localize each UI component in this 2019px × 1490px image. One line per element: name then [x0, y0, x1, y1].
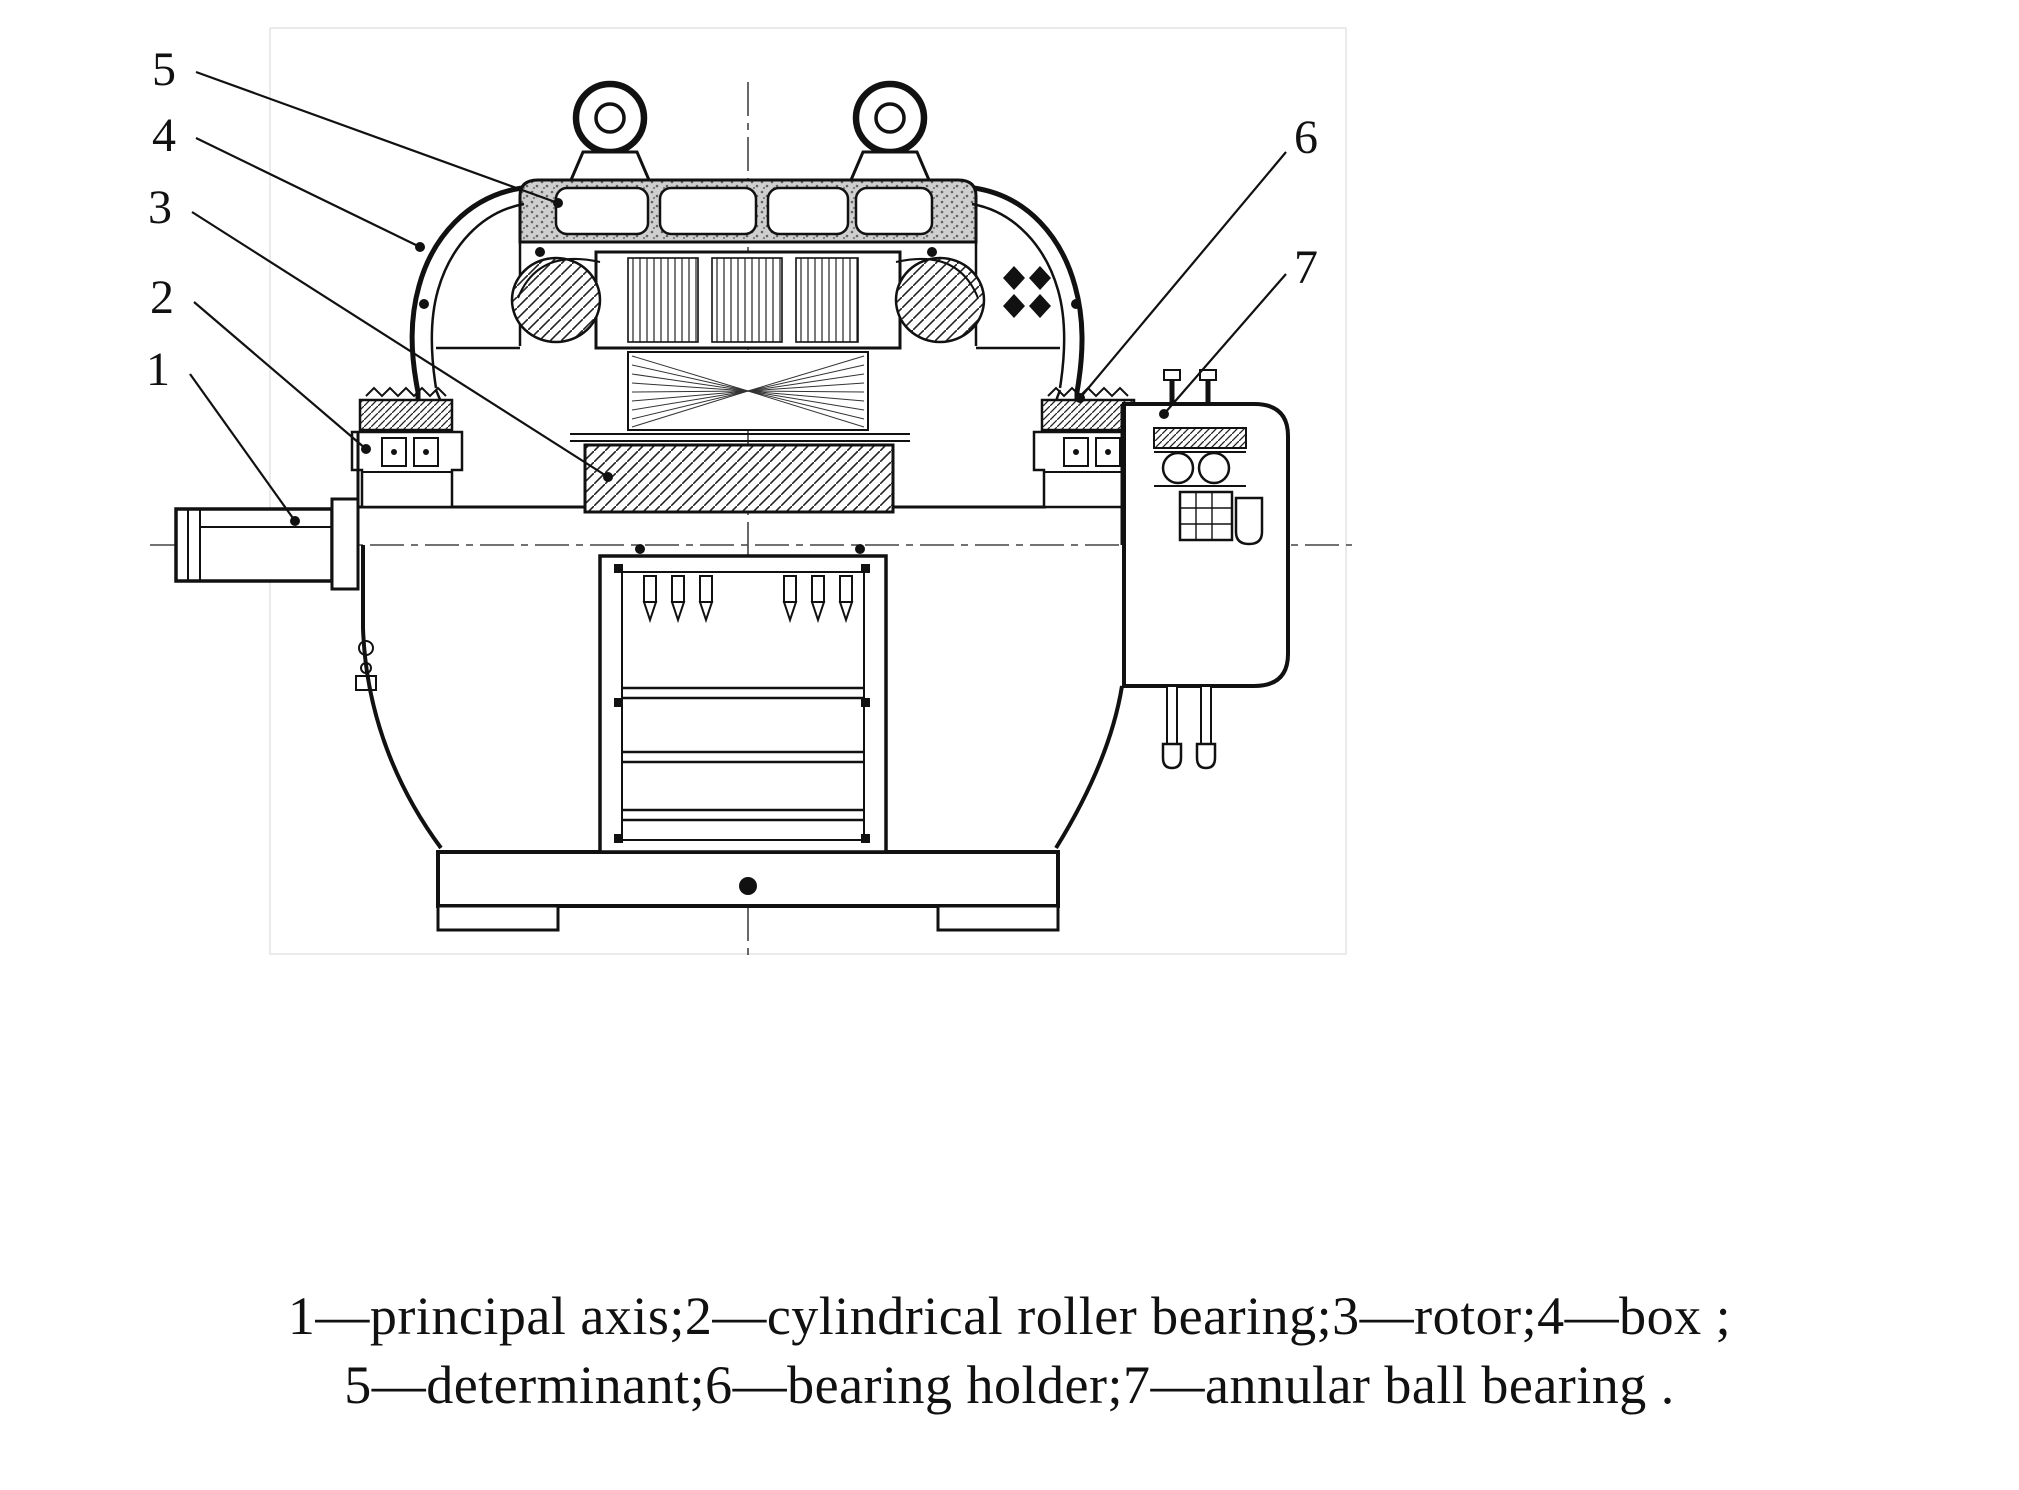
part-label-1: 1	[146, 343, 170, 396]
vent-slats	[622, 686, 864, 822]
leader-5	[195, 70, 563, 208]
part-label-6: 6	[1294, 111, 1318, 164]
leader-6	[1075, 151, 1287, 403]
part-label-7: 7	[1294, 241, 1318, 294]
caption-line-2: 5—determinant;6—bearing holder;7—annular…	[344, 1355, 1675, 1416]
end-winding-right	[894, 256, 986, 344]
top-frame	[518, 178, 978, 244]
leader-4	[195, 137, 425, 252]
terminal-marks	[1003, 266, 1051, 318]
vent-bolts	[642, 575, 854, 624]
figure-border	[269, 27, 1347, 955]
part-label-5: 5	[152, 43, 176, 96]
part-label-4: 4	[152, 109, 176, 162]
section-dots	[419, 247, 1081, 554]
eye-bolt-right	[848, 80, 932, 182]
part-label-2: 2	[150, 271, 174, 324]
part-label-3: 3	[148, 181, 172, 234]
caption-line-1: 1—principal axis;2—cylindrical roller be…	[287, 1286, 1732, 1346]
shaft	[174, 497, 1046, 591]
rotor	[583, 443, 895, 514]
leader-1	[189, 373, 300, 526]
eye-bolt-left	[568, 80, 652, 182]
leader-2	[193, 301, 371, 454]
leader-3	[191, 211, 613, 482]
leader-7	[1159, 273, 1287, 419]
ball-bearing-block	[1122, 369, 1290, 770]
end-winding-left	[510, 256, 602, 344]
figure-caption: 1—principal axis;2—cylindrical roller be…	[0, 1282, 2019, 1420]
roller-bearing-left	[350, 386, 464, 509]
rotor-laminations	[570, 351, 910, 442]
stator	[510, 250, 986, 350]
leader-lines	[189, 70, 1287, 526]
vent-box	[598, 554, 888, 854]
